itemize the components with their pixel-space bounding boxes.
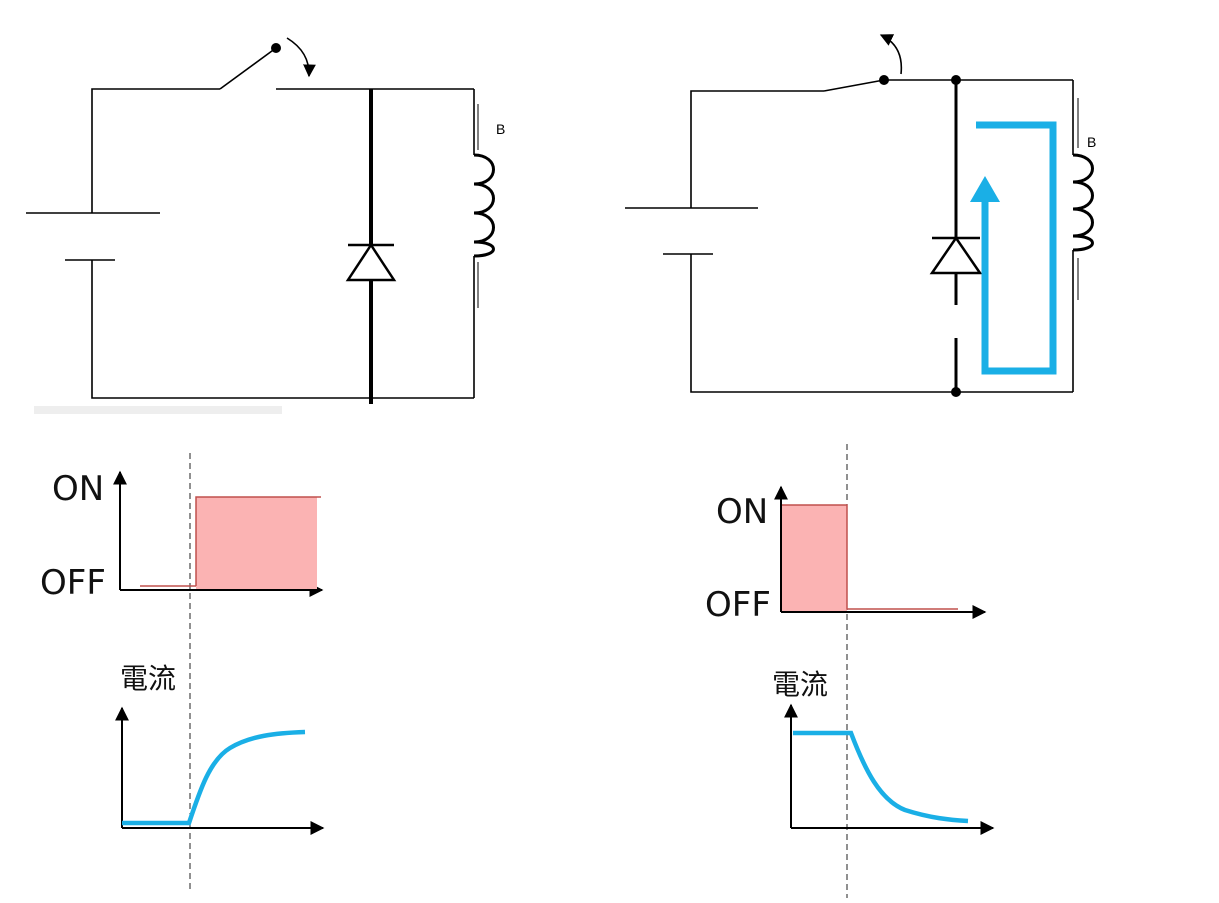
left-gray-bar	[34, 406, 282, 414]
right-switch-motion-arrow	[879, 34, 903, 75]
right-current-curve	[793, 730, 969, 824]
right-switch-state-chart: ON OFF	[705, 485, 987, 625]
left-current-chart: 電流	[115, 662, 325, 835]
freewheel-current-arrowhead	[970, 176, 1000, 202]
right-switch	[823, 34, 1073, 92]
right-diode-symbol	[929, 235, 983, 275]
freewheel-current-loop	[976, 121, 1057, 375]
left-current-curve	[122, 729, 306, 826]
left-switch-on-block	[196, 497, 317, 589]
right-current-y-label: 電流	[772, 668, 828, 701]
left-circuit: B	[26, 37, 505, 414]
left-switch-motion-arrow	[286, 37, 316, 78]
left-diode-branch	[345, 89, 397, 404]
right-inductor: B	[1072, 80, 1096, 392]
right-switch-on-block	[782, 505, 847, 611]
left-off-label: OFF	[40, 563, 106, 603]
freewheel-current-path	[970, 121, 1057, 375]
left-coil-label: B	[496, 121, 505, 137]
right-coil-label: B	[1087, 134, 1096, 150]
left-battery	[26, 88, 474, 399]
left-switch	[219, 37, 474, 90]
left-current-y-label: 電流	[120, 662, 176, 695]
right-on-label: ON	[716, 492, 768, 532]
left-inductor: B	[473, 89, 505, 398]
right-circuit: B	[625, 34, 1096, 397]
left-switch-state-chart: ON OFF	[40, 469, 324, 603]
right-battery	[625, 90, 1073, 393]
left-switch-pivot	[271, 43, 281, 53]
left-diode-symbol	[345, 242, 397, 282]
right-off-label: OFF	[705, 585, 771, 625]
right-current-chart: 電流	[772, 668, 995, 835]
left-on-label: ON	[52, 469, 104, 509]
right-diode-branch	[929, 75, 983, 397]
